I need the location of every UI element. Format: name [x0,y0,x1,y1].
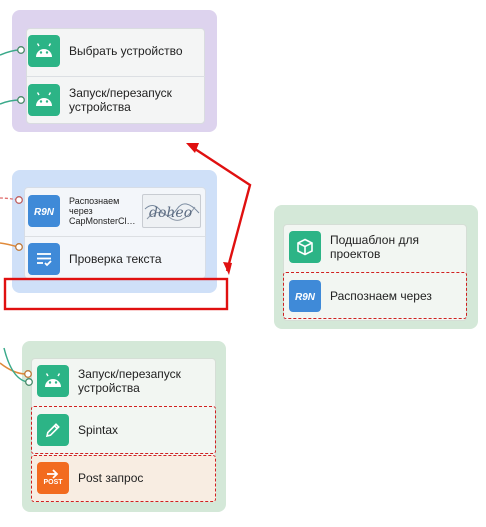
action-spintax[interactable]: Spintax [37,414,118,446]
action-capmonster[interactable]: R9N Распознаем через CapMonsterCl… [28,195,139,227]
action-label: Распознаем через CapMonsterCl… [69,196,136,226]
input-port [15,196,23,204]
action-post-request[interactable]: POST Post запрос [37,462,143,494]
action-label: Выбрать устройство [69,44,183,58]
svg-text:R9N: R9N [295,292,316,303]
action-recognize[interactable]: R9N Распознаем через [289,280,432,312]
action-label: Распознаем через [330,289,432,303]
action-label: Spintax [78,423,119,437]
android-icon [28,35,60,67]
input-port [25,378,33,386]
action-label: Запуск/перезапуск устройства [78,367,181,395]
selection-outline [283,272,467,319]
action-check-text[interactable]: Проверка текста [28,243,162,275]
divider [25,236,205,237]
annotation-arrowhead [186,143,199,153]
action-subtemplate[interactable]: Подшаблон для проектов [289,231,440,263]
svg-text:doheo: doheo [149,205,192,221]
action-restart-device-2[interactable]: Запуск/перезапуск устройства [37,365,198,397]
android-icon [37,365,69,397]
action-label: Проверка текста [69,252,162,266]
captcha-icon: R9N [28,195,60,227]
svg-text:R9N: R9N [34,207,55,218]
captcha-image: doheo [142,194,201,228]
action-restart-device[interactable]: Запуск/перезапуск устройства [28,84,189,116]
post-badge: POST [43,479,63,486]
pencil-icon [37,414,69,446]
input-port [24,370,32,378]
input-port [17,96,25,104]
action-label: Post запрос [78,471,144,485]
input-port [17,46,25,54]
post-icon: POST [37,462,69,494]
annotation-arrowhead [223,262,232,275]
connector-line [0,49,21,56]
captcha-icon: R9N [289,280,321,312]
action-label: Подшаблон для проектов [330,233,419,261]
selection-outline [31,406,216,454]
cube-icon [289,231,321,263]
divider [27,76,205,77]
action-select-device[interactable]: Выбрать устройство [28,35,183,67]
connector-line [0,99,21,105]
action-label: Запуск/перезапуск устройства [69,86,172,114]
annotation-rectangle [3,277,229,311]
annotation-arrow [191,145,252,272]
input-port [15,243,23,251]
android-icon [28,84,60,116]
text-check-icon [28,243,60,275]
connector-line [3,347,29,383]
